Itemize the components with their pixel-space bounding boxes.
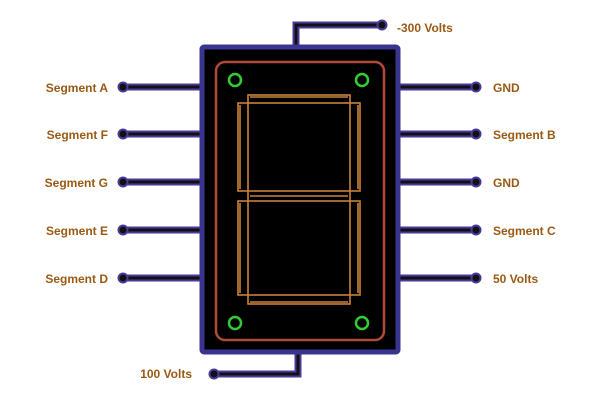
mount-hole-bottom-right	[354, 315, 370, 331]
pin-label-segment-b: Segment B	[493, 128, 556, 142]
wire-core-hundred-volts	[214, 350, 300, 376]
pin-terminal-gnd-2	[470, 176, 482, 188]
pin-label-segment-d: Segment D	[45, 272, 108, 286]
segment-g-shape	[247, 190, 351, 202]
mount-hole-bottom-left	[227, 315, 243, 331]
segment-b-shape	[349, 102, 361, 192]
pin-terminal-gnd-1	[470, 81, 482, 93]
pin-terminal-hundred-volts	[208, 368, 220, 380]
pin-label-segment-e: Segment E	[46, 224, 108, 238]
pin-terminal-segment-a	[117, 81, 129, 93]
pin-terminal-segment-c	[470, 224, 482, 236]
pin-terminal-fifty-volts	[470, 272, 482, 284]
pin-terminal-segment-b	[470, 128, 482, 140]
pin-terminal-segment-g	[117, 176, 129, 188]
segment-d-shape	[247, 294, 351, 305]
mount-hole-top-right	[354, 72, 370, 88]
pin-label-minus-300-volts: -300 Volts	[397, 21, 453, 35]
segment-e-shape	[237, 200, 249, 296]
pin-label-gnd-2: GND	[493, 176, 520, 190]
pin-terminal-segment-d	[117, 272, 129, 284]
pin-label-segment-c: Segment C	[493, 224, 556, 238]
pin-label-fifty-volts: 50 Volts	[493, 272, 538, 286]
segment-c-shape	[349, 200, 361, 296]
pin-terminal-segment-e	[117, 224, 129, 236]
segment-a-shape	[247, 94, 351, 104]
pin-terminal-segment-f	[117, 128, 129, 140]
pin-label-segment-a: Segment A	[46, 81, 109, 95]
mount-hole-top-left	[227, 72, 243, 88]
pin-label-hundred-volts: 100 Volts	[140, 367, 192, 381]
segment-f-shape	[237, 102, 249, 192]
pin-terminal-minus-300-volts	[376, 19, 388, 31]
pin-label-gnd-1: GND	[493, 81, 520, 95]
wire-core-minus-300-volts	[294, 23, 382, 50]
segments	[237, 94, 361, 305]
pin-wires	[117, 19, 482, 380]
display-inner-border	[214, 60, 386, 342]
pin-label-segment-f: Segment F	[47, 128, 108, 142]
pin-label-segment-g: Segment G	[45, 176, 108, 190]
display-body	[199, 44, 401, 355]
